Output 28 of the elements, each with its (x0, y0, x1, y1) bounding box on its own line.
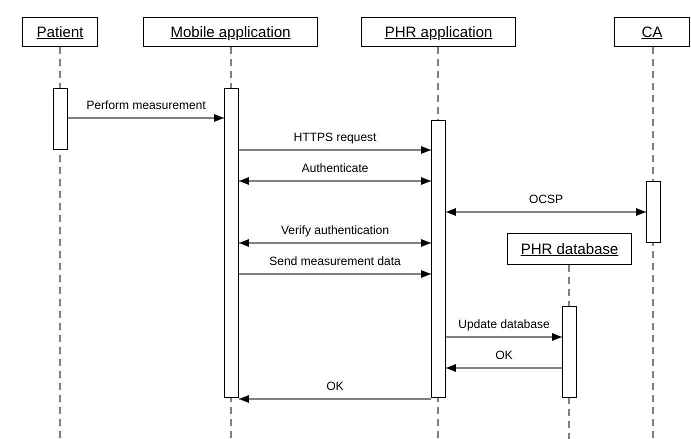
participant-box: CA (614, 17, 690, 47)
message-label: Perform measurement (86, 98, 206, 112)
activation-bar (53, 88, 68, 150)
message-label: Authenticate (302, 161, 368, 175)
arrow (68, 114, 224, 122)
arrow (446, 333, 562, 341)
message-label: OK (326, 379, 344, 393)
arrow (446, 364, 562, 372)
arrow (238, 239, 432, 247)
message-label: Update database (458, 317, 550, 331)
message-label: Verify authentication (280, 223, 390, 237)
activation-bar (431, 120, 446, 398)
activation-bar (562, 306, 577, 398)
arrow (238, 270, 432, 278)
message-label: OK (495, 348, 513, 362)
arrow (238, 395, 432, 403)
arrow (446, 208, 646, 216)
activation-bar (224, 88, 239, 398)
participant-box: Patient (22, 17, 98, 47)
participant-box: PHR database (507, 233, 632, 265)
message-label: OCSP (529, 192, 563, 206)
arrow (238, 177, 432, 185)
message-label: HTTPS request (294, 130, 376, 144)
participant-box: Mobile application (143, 17, 318, 47)
message-label: Send measurement data (269, 254, 401, 268)
arrow (238, 146, 432, 154)
activation-bar (646, 181, 661, 243)
participant-box: PHR application (361, 17, 516, 47)
